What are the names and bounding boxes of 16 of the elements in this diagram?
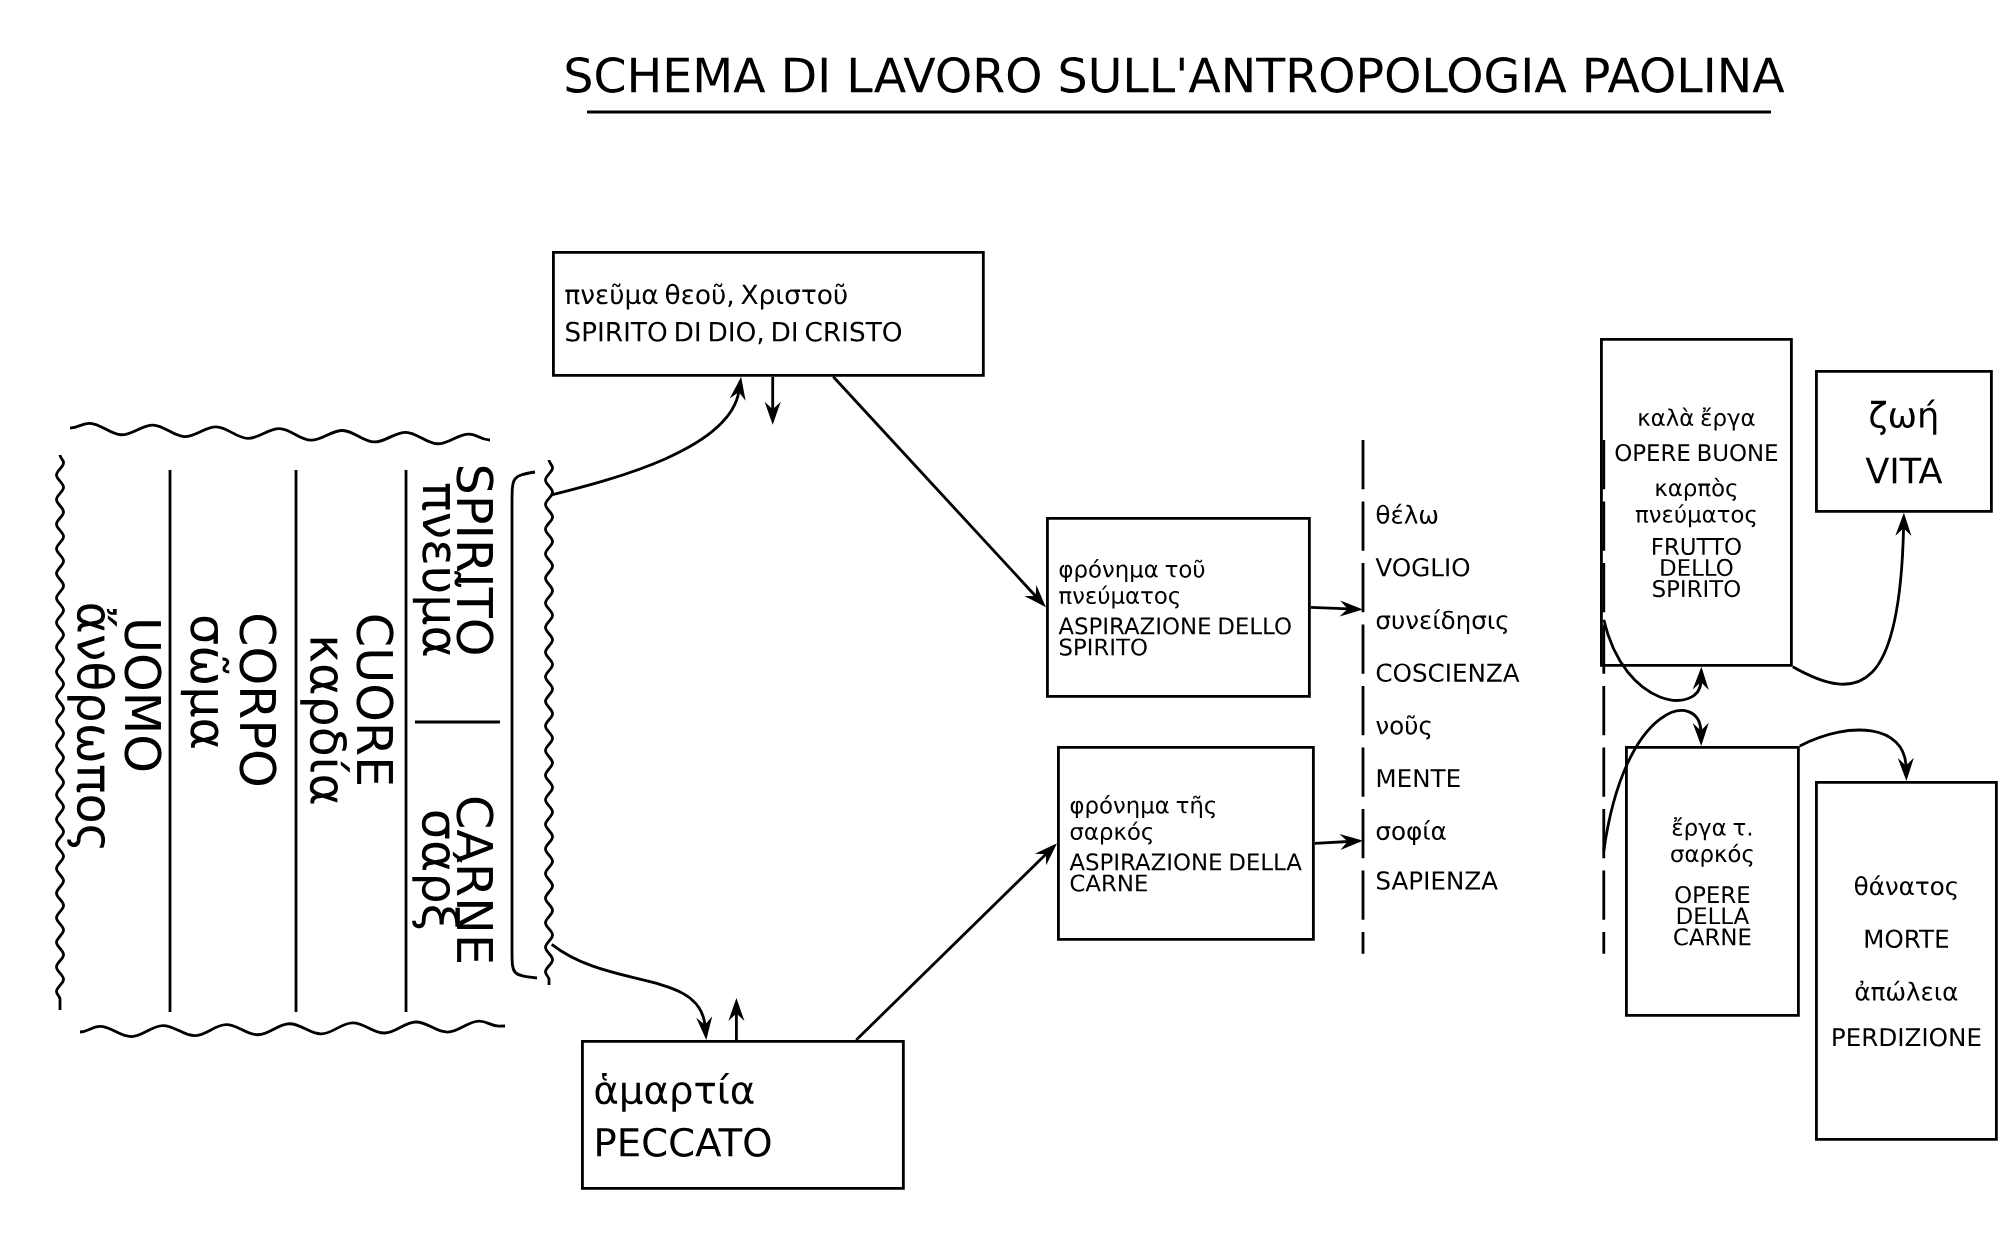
column-text: CUORE: [356, 615, 394, 784]
column-text: UOMO: [124, 621, 162, 771]
text-box: θάνατος MORTE ἀπώλεια PERDIZIONE: [1815, 781, 1998, 1141]
text-box: πνεῦμα θεοῦ, Χριστοῦ SPIRITO DI DIO, DI CRISTO: [552, 251, 985, 377]
text-box: ἁμαρτία PECCATO: [581, 1040, 905, 1190]
text-box: φρόνημα τοῦ πνεύματος ASPIRAZIONE DELLO SPIRITO: [1046, 517, 1311, 698]
title: SCHEMA DI LAVORO SULL'ANTROPOLOGIA PAOLINA: [566, 57, 1785, 114]
text-box: φρόνημα τῆς σαρκός ASPIRAZIONE DELLA CARNE: [1057, 746, 1315, 941]
text-box: ζωή VITA: [1815, 370, 1993, 513]
column-text: CORPO: [239, 614, 277, 786]
text-box: ἔργα τ. σαρκός OPERE DELLA CARNE: [1625, 746, 1800, 1017]
column-box: θέλω VOGLIO συνείδησις COSCIENZA νοῦς MENTE σοφία SAPIENZA: [1361, 440, 1606, 954]
column-text: σῶμα: [180, 616, 230, 748]
text-box: καλὰ ἔργα OPERE BUONE καρπὸς πνεύματος FRUTTO DELLO SPIRITO: [1600, 338, 1793, 667]
column-text: καρδία: [300, 638, 350, 804]
column-text: ἄνθρωπος: [67, 604, 117, 848]
